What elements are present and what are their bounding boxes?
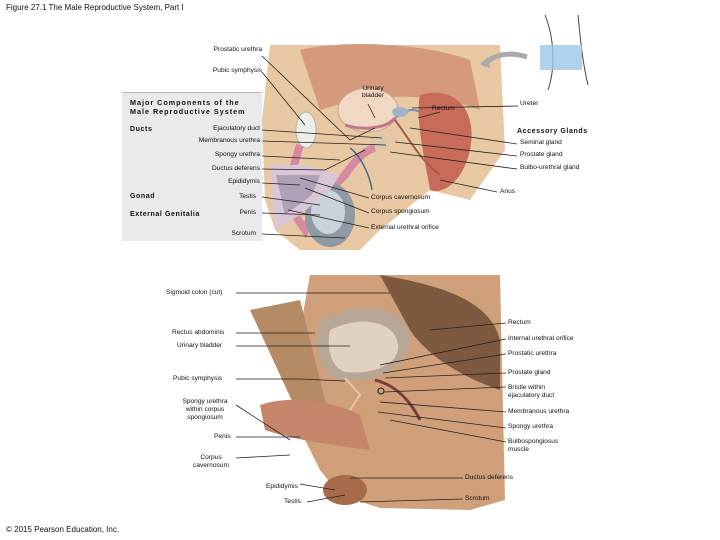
label-bulbospongiosus-muscle: Bulbospongiosus muscle [508,438,559,454]
label-prostate-gland-bottom: Prostate gland [508,369,551,376]
label-corpus-cavernosum-top: Corpus cavernosum [371,194,431,201]
label-corpus-cavernosum-bottom: Corpus cavernosum [193,454,229,470]
label-ductus-deferens-top: Ductus deferens [211,165,260,172]
key-ducts: Ducts [130,126,153,133]
label-penis-top: Penis [239,209,257,216]
key-gonad: Gonad [130,193,156,200]
label-urinary-bladder-bottom: Urinary bladder [177,342,223,349]
label-spongy-urethra-within: Spongy urethra within corpus spongiosum [182,398,228,422]
label-spongy-urethra-bottom: Spongy urethra [508,423,554,430]
label-prostatic-urethra: Prostatic urethra [213,46,262,53]
label-internal-urethral-orifice: Internal urethral orifice [508,335,574,342]
key-heading: Major Components of the Male Reproductiv… [130,98,246,116]
label-scrotum-bottom: Scrotum [465,495,490,502]
label-sigmoid-colon: Sigmoid colon (cut) [166,289,223,296]
label-ejaculatory-duct: Ejaculatory duct [213,125,260,132]
component-key-box [122,92,262,241]
label-testis-top: Testis [239,193,256,200]
label-external-urethral-orifice: External urethral orifice [371,224,439,231]
label-rectus-abdominis: Rectus abdominis [172,329,225,336]
label-epididymis-top: Epididymis [228,178,260,185]
sagittal-illustration [262,44,505,250]
top-leader-lines [261,55,519,239]
label-prostate-gland-top: Prostate gland [520,151,563,158]
key-external-genitalia: External Genitalia [130,211,200,218]
label-rectum-bottom: Rectum [508,319,531,326]
label-spongy-urethra-top: Spongy urethra [214,151,260,158]
bottom-leader-lines [235,292,507,503]
label-testis-bottom: Testis [284,498,301,505]
label-pubic-symphysis: Pubic symphysis [212,67,262,74]
label-epididymis-bottom: Epididymis [266,483,298,490]
copyright-notice: © 2015 Pearson Education, Inc. [6,525,120,534]
key-accessory-glands: Accessory Glands [517,128,588,135]
label-scrotum-top: Scrotum [231,230,256,237]
label-prostatic-urethra-bottom: Prostatic urethra [508,350,557,357]
label-penis-bottom: Penis [214,433,231,440]
label-ureter: Ureter [520,100,539,107]
label-urinary-bladder: Urinary bladder [362,85,384,99]
label-seminal-gland: Seminal gland [520,139,562,146]
label-bulbo-urethral-gland: Bulbo-urethral gland [520,164,580,171]
label-anus: Anus [500,188,516,195]
figure-title: Figure 27.1 The Male Reproductive System… [6,3,184,12]
label-membranous-urethra-bottom: Membranous urethra [508,408,570,415]
orientation-figure [480,14,589,91]
label-rectum-top: Rectum [432,105,455,112]
dissection-photograph [250,275,505,510]
label-pubic-symphysis-bottom: Pubic symphysis [173,375,223,382]
label-bristle-ejaculatory-duct: Bristle within ejaculatory duct [508,384,555,400]
label-ductus-deferens-bottom: Ductus deferens [465,474,514,481]
label-corpus-spongiosum: Corpus spongiosum [371,208,430,215]
label-membranous-urethra: Membranous urethra [198,137,260,144]
